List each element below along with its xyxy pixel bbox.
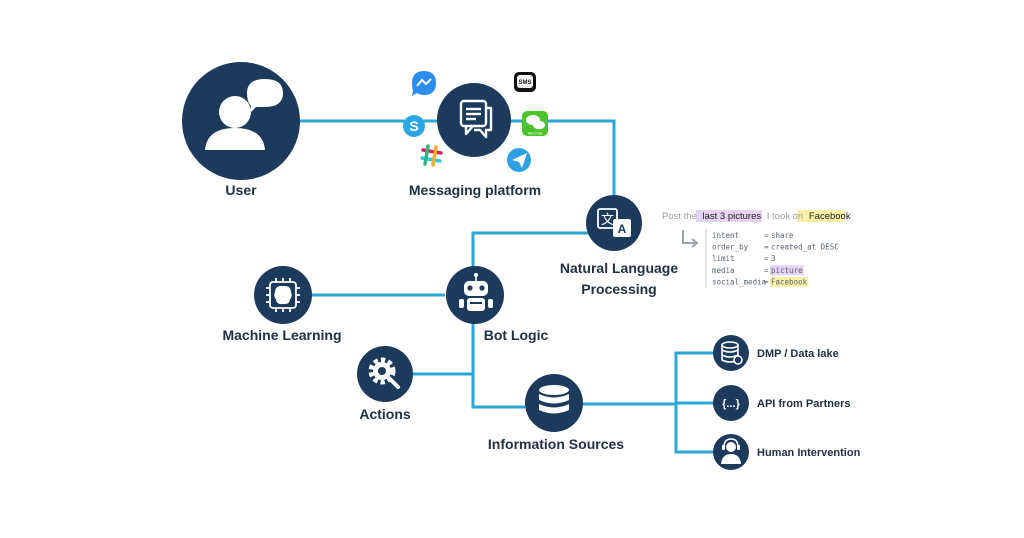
robot-icon	[459, 273, 493, 311]
highlight-pictures	[696, 210, 762, 222]
source-human: Human Intervention	[713, 434, 861, 470]
nlp-field-highlight	[770, 276, 809, 287]
nlp-field-value: 3	[771, 254, 776, 263]
messenger-icon	[412, 71, 436, 96]
wechat-icon: WeChat	[522, 111, 548, 136]
nlp-field-key: limit	[712, 254, 735, 263]
brain-chip-icon	[266, 278, 300, 312]
chat-icon	[459, 99, 493, 139]
information-sources-node: Information Sources	[488, 374, 624, 452]
user-label: User	[225, 182, 257, 198]
nlp-field-equals: =	[764, 243, 769, 252]
information-sources-label: Information Sources	[488, 436, 624, 452]
nlp-field-equals: =	[764, 266, 769, 275]
slack-icon	[420, 144, 443, 167]
nlp-label-line2: Processing	[581, 281, 656, 297]
source-dmp: DMP / Data lake	[713, 335, 839, 371]
nlp-field-row: limit =3	[712, 254, 776, 263]
nlp-node: 文 A Natural Language Processing	[560, 195, 678, 297]
svg-text:A: A	[618, 222, 627, 236]
nlp-field-value: Facebook	[771, 277, 808, 286]
data-lake-icon	[721, 341, 743, 365]
nlp-field-key: order_by	[712, 243, 749, 252]
source-api: {...} API from Partners	[713, 385, 851, 421]
nlp-example-sentence: Post the last 3 pictures I took on Faceb…	[662, 211, 851, 222]
skype-icon: S	[403, 115, 425, 137]
actions-node: Actions	[357, 346, 413, 422]
telegram-icon	[507, 148, 531, 172]
nlp-field-value: share	[771, 231, 794, 240]
nlp-field-row: order_by =created_at DESC	[712, 243, 839, 252]
actions-label: Actions	[359, 406, 411, 422]
user-node: User	[182, 62, 300, 198]
api-label: API from Partners	[757, 398, 851, 410]
nlp-field-equals: =	[764, 254, 769, 263]
human-label: Human Intervention	[757, 447, 861, 459]
nlp-field-value: created_at DESC	[771, 243, 839, 252]
nlp-field-key: intent	[712, 231, 739, 240]
svg-text:S: S	[409, 118, 418, 134]
svg-text:文: 文	[601, 213, 614, 228]
sms-icon-label: SMS	[518, 80, 531, 86]
nlp-field-key: media	[712, 266, 735, 275]
api-braces-icon: {...}	[722, 398, 740, 410]
sentence-highlight-1: last 3 pictures	[703, 211, 762, 222]
sentence-highlight-2: Facebook	[809, 211, 851, 222]
nlp-field-value: picture	[771, 266, 803, 275]
nlp-field-equals: =	[764, 277, 769, 286]
user-icon	[205, 79, 283, 150]
bot-logic-node: Bot Logic	[446, 266, 548, 343]
bot-logic-label: Bot Logic	[484, 327, 549, 343]
messaging-platform-node: Messaging platform SMS S WeChat	[403, 71, 548, 198]
machine-learning-node: Machine Learning	[222, 266, 342, 343]
gear-wrench-icon	[368, 357, 400, 389]
arrow-down-right-icon	[682, 230, 699, 248]
dmp-label: DMP / Data lake	[757, 348, 839, 360]
nlp-field-row: social_media=Facebook	[712, 276, 809, 287]
sentence-prefix: Post the	[662, 211, 697, 222]
sentence-middle: I took on	[767, 211, 803, 222]
translate-icon: 文 A	[597, 208, 631, 237]
headset-person-icon	[721, 438, 741, 464]
database-icon	[539, 385, 569, 414]
messaging-platform-label: Messaging platform	[409, 182, 541, 198]
wechat-icon-label: WeChat	[528, 131, 543, 136]
nlp-label-line1: Natural Language	[560, 260, 678, 276]
nlp-example: Post the last 3 pictures I took on Faceb…	[662, 210, 851, 287]
sms-icon: SMS	[514, 72, 536, 92]
nlp-field-key: social_media	[712, 277, 766, 286]
nlp-field-highlight	[770, 265, 804, 276]
nlp-field-equals: =	[764, 231, 769, 240]
nlp-field-row: intent =share	[712, 231, 794, 240]
highlight-facebook	[797, 210, 845, 222]
machine-learning-label: Machine Learning	[222, 327, 341, 343]
nlp-field-row: media =picture	[712, 265, 804, 276]
